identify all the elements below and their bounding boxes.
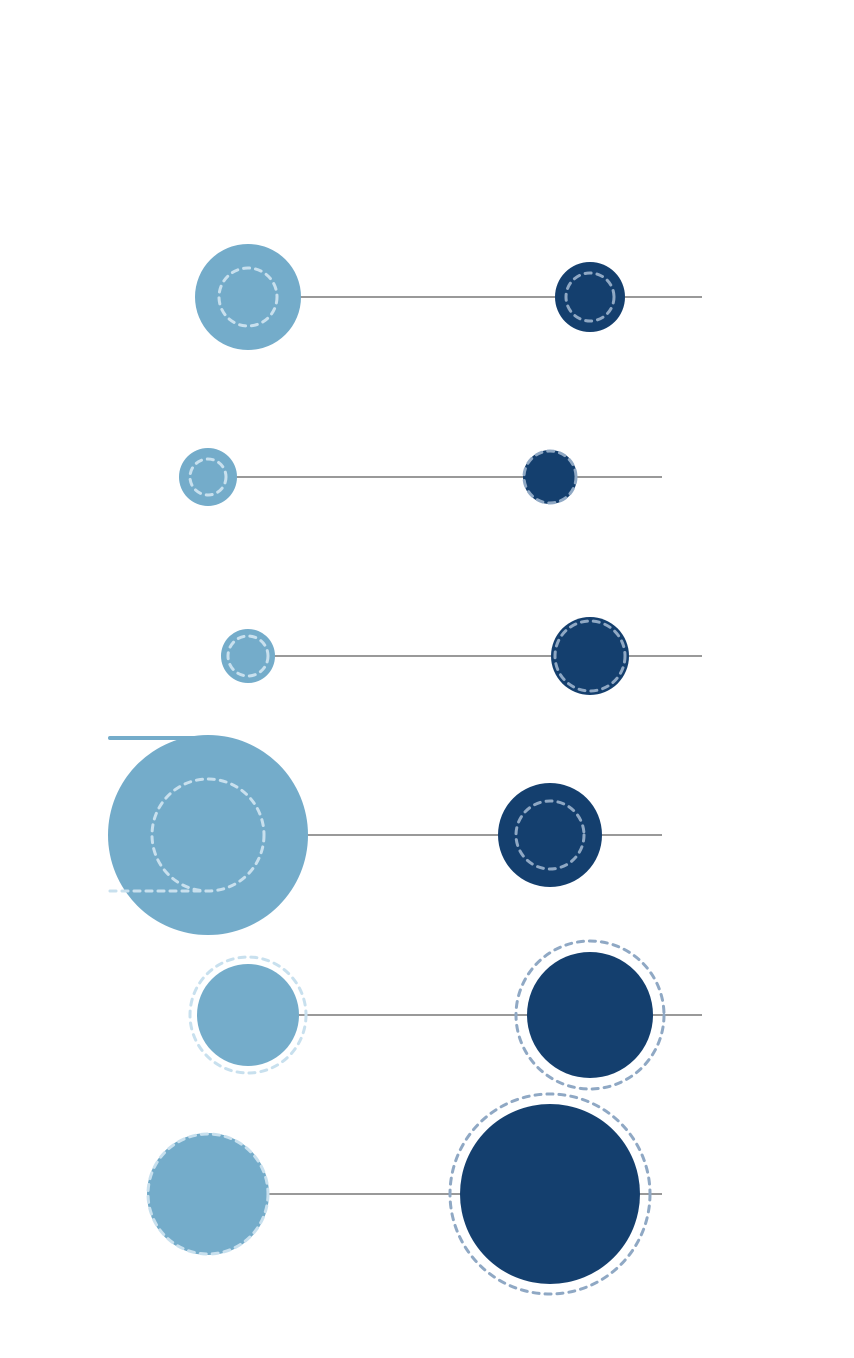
chart-rows xyxy=(108,244,702,1296)
ring-a xyxy=(188,457,228,497)
point-a xyxy=(195,244,301,350)
row-6 xyxy=(146,1092,662,1296)
point-b xyxy=(527,952,653,1078)
legend-markers xyxy=(108,736,210,893)
ring-b xyxy=(514,799,586,871)
row-4 xyxy=(108,735,662,935)
ring-b xyxy=(514,939,666,1091)
ring-a xyxy=(226,634,270,678)
ring-b xyxy=(522,449,578,505)
point-a xyxy=(108,735,308,935)
point-a xyxy=(179,448,237,506)
point-b xyxy=(523,450,577,504)
ring-a xyxy=(188,955,308,1075)
ring-b xyxy=(564,271,616,323)
row-3 xyxy=(221,617,702,695)
row-5 xyxy=(188,939,702,1091)
point-b xyxy=(460,1104,640,1284)
row-2 xyxy=(179,448,662,506)
row-1 xyxy=(195,244,702,350)
point-b xyxy=(551,617,629,695)
ring-a xyxy=(146,1132,270,1256)
point-a xyxy=(147,1133,269,1255)
ring-b xyxy=(448,1092,652,1296)
ring-b xyxy=(553,619,627,693)
point-b xyxy=(498,783,602,887)
ring-a xyxy=(217,266,279,328)
point-a xyxy=(197,964,299,1066)
